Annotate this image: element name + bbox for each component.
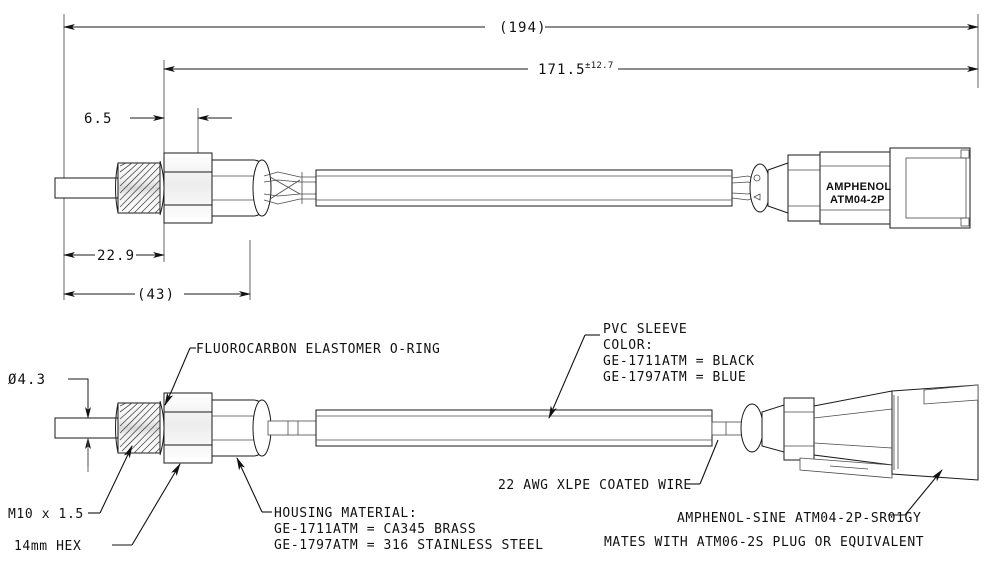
dimension-cable-label: 171.5 — [538, 62, 586, 78]
leader-oring — [164, 347, 196, 406]
callout-pvc-sleeve-block: PVC SLEEVE COLOR: GE-1711ATM = BLACK GE-… — [603, 322, 755, 385]
callout-wire-text: 22 AWG XLPE COATED WIRE — [498, 478, 692, 493]
callout-housing-line1: HOUSING MATERIAL: — [274, 506, 417, 521]
dimension-22-9: 22.9 — [63, 248, 165, 264]
dimension-22-9-label: 22.9 — [97, 248, 135, 264]
callout-sleeve-line1: PVC SLEEVE — [603, 322, 687, 337]
callout-connector-line2: MATES WITH ATM06-2S PLUG OR EQUIVALENT — [604, 535, 924, 550]
dimension-6-5: 6.5 — [84, 111, 232, 127]
connector-head-top — [890, 148, 970, 228]
pvc-sleeve-top — [316, 170, 732, 206]
thread-profile-bottom — [119, 402, 161, 454]
callout-housing-block: HOUSING MATERIAL: GE-1711ATM = CA345 BRA… — [274, 506, 544, 553]
leader-thread — [88, 445, 133, 514]
leader-pvc-sleeve — [548, 334, 600, 420]
thread-profile-top — [119, 162, 161, 214]
top-view-sensor — [55, 148, 970, 228]
dimension-cable-tolerance: ±12.7 — [585, 61, 614, 71]
callout-thread-text: M10 x 1.5 — [8, 507, 84, 522]
callout-sleeve-line2: COLOR: — [603, 338, 654, 353]
connector-brand-text: AMPHENOL — [826, 181, 891, 193]
probe-shaft-bottom — [55, 418, 120, 438]
dimension-43: (43) — [63, 287, 251, 303]
callout-hex-text: 14mm HEX — [14, 539, 81, 554]
dimension-43-label: (43) — [137, 287, 175, 303]
callout-housing-line3: GE-1797ATM = 316 STAINLESS STEEL — [274, 538, 544, 553]
dimension-6-5-label: 6.5 — [84, 111, 113, 127]
connector-head-bottom — [892, 385, 978, 480]
dimension-overall-194: (194) — [63, 20, 979, 36]
callout-housing-line2: GE-1711ATM = CA345 BRASS — [274, 522, 476, 537]
dimension-cable-171: 171.5 ±12.7 — [163, 61, 979, 78]
wire-splay-top — [263, 171, 316, 205]
pvc-sleeve-bottom — [316, 410, 712, 446]
bottom-view-sensor: Ø4.3 — [8, 372, 978, 480]
connector-part-text: ATM04-2P — [830, 194, 885, 206]
callout-oring-text: FLUOROCARBON ELASTOMER O-RING — [196, 342, 440, 357]
dimension-diameter-label: Ø4.3 — [8, 372, 46, 388]
leader-wire — [690, 439, 719, 485]
callout-connector-line1: AMPHENOL-SINE ATM04-2P-SR01GY — [677, 511, 921, 526]
callout-sleeve-line4: GE-1797ATM = BLUE — [603, 370, 746, 385]
callout-sleeve-line3: GE-1711ATM = BLACK — [603, 354, 755, 369]
leader-connector — [888, 469, 943, 516]
probe-shaft-top — [55, 178, 120, 198]
leader-housing — [236, 457, 272, 513]
leader-hex — [112, 463, 181, 546]
dimension-diameter-4-3: Ø4.3 — [8, 372, 91, 472]
callout-connector-block: AMPHENOL-SINE ATM04-2P-SR01GY MATES WITH… — [604, 511, 924, 550]
connector-body-top — [820, 152, 890, 224]
connector-body-bottom — [814, 391, 892, 465]
dimension-overall-label: (194) — [499, 20, 547, 36]
connector-marking-top: AMPHENOL ATM04-2P — [826, 181, 891, 206]
